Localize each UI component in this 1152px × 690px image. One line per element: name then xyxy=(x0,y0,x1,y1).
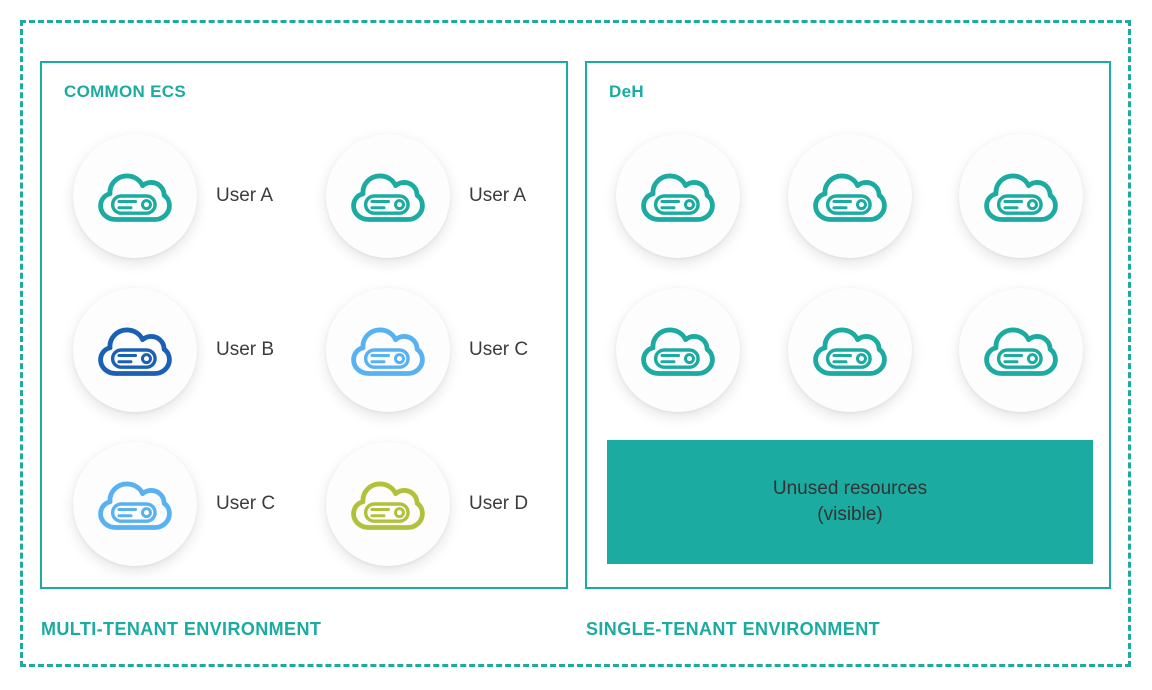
deh-node xyxy=(959,134,1083,258)
node-label: User D xyxy=(469,493,529,514)
ecs-node-user-b: User B xyxy=(73,288,274,412)
cloud-server-icon xyxy=(326,134,450,258)
cloud-server-icon xyxy=(616,288,740,412)
common-ecs-panel: COMMON ECS User A User A User B User C U… xyxy=(40,61,568,589)
cloud-server-icon xyxy=(326,442,450,566)
unused-resources-block: Unused resources (visible) xyxy=(607,440,1093,564)
cloud-server-icon xyxy=(73,442,197,566)
deh-node xyxy=(616,288,740,412)
cloud-server-icon xyxy=(959,134,1083,258)
cloud-server-icon xyxy=(788,288,912,412)
cloud-server-icon xyxy=(788,134,912,258)
deh-node xyxy=(616,134,740,258)
ecs-node-user-c-2: User C xyxy=(73,442,275,566)
ecs-node-user-c-1: User C xyxy=(326,288,528,412)
cloud-server-icon xyxy=(73,134,197,258)
ecs-node-user-d: User D xyxy=(326,442,528,566)
node-label: User C xyxy=(469,339,529,360)
ecs-node-user-a-1: User A xyxy=(73,134,273,258)
node-label: User B xyxy=(216,339,275,360)
node-label: User A xyxy=(469,185,527,206)
unused-resources-line2: (visible) xyxy=(817,504,883,525)
node-label: User A xyxy=(216,185,274,206)
cloud-server-icon xyxy=(959,288,1083,412)
cloud-server-icon xyxy=(326,288,450,412)
deh-panel: DeH Unused resources (visible) xyxy=(585,61,1111,589)
cloud-server-icon xyxy=(73,288,197,412)
unused-resources-text: Unused resources (visible) xyxy=(773,476,927,528)
unused-resources-line1: Unused resources xyxy=(772,478,928,499)
node-label: User C xyxy=(216,493,276,514)
single-tenant-environment-label: SINGLE-TENANT ENVIRONMENT xyxy=(586,619,881,639)
common-ecs-panel-title: COMMON ECS xyxy=(64,82,186,101)
deh-node xyxy=(959,288,1083,412)
deh-panel-title: DeH xyxy=(609,82,644,101)
ecs-node-user-a-2: User A xyxy=(326,134,526,258)
cloud-server-icon xyxy=(616,134,740,258)
deh-node xyxy=(788,134,912,258)
multi-tenant-environment-label: MULTI-TENANT ENVIRONMENT xyxy=(41,619,322,639)
outer-dashed-frame xyxy=(20,20,1131,667)
deh-node xyxy=(788,288,912,412)
